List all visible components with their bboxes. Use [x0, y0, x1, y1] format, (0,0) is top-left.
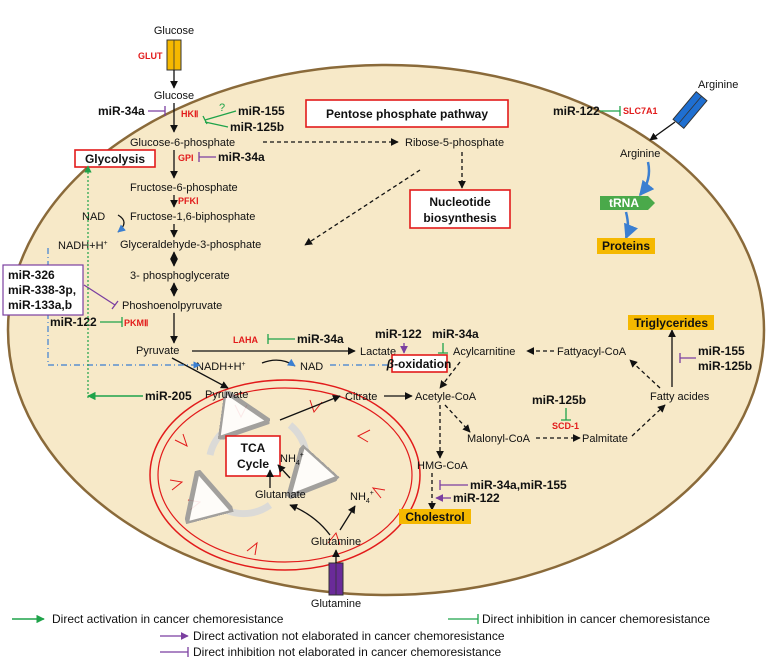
- glucose-outside-label: Glucose: [154, 25, 194, 37]
- mir34a-gpi-label: miR-34a: [218, 150, 265, 164]
- glutamine-inside-label: Glutamine: [311, 536, 361, 548]
- nadh2-label: NADH+H+: [196, 361, 246, 373]
- glycolysis-label: Glycolysis: [85, 152, 145, 166]
- mir122-box-label: miR-122: [375, 327, 422, 341]
- mir-group-line-1: miR-326: [8, 268, 55, 282]
- hk-question-label: ?: [219, 102, 225, 114]
- r5p-label: Ribose-5-phosphate: [405, 137, 504, 149]
- mir-group-line-2: miR-338-3p,: [8, 283, 76, 297]
- pyruvate-mito-label: Pyruvate: [205, 389, 248, 401]
- glut-transporter: [166, 39, 182, 71]
- fattyacylcoa-label: Fattyacyl-CoA: [557, 346, 627, 358]
- pyruvate-label: Pyruvate: [136, 345, 179, 357]
- f6p-label: Fructose-6-phosphate: [130, 182, 238, 194]
- nh4-a-label: NH4+: [280, 452, 304, 467]
- nad2-label: NAD: [300, 361, 323, 373]
- gpi-label: GPI: [178, 153, 194, 163]
- pentose-label: Pentose phosphate pathway: [326, 107, 488, 121]
- tca-label-1: TCA: [241, 441, 266, 455]
- nucleotide-box: [409, 189, 511, 229]
- legend-item-4: Direct inhibition not elaborated in canc…: [193, 645, 501, 659]
- glutamine-transporter: [328, 562, 344, 596]
- acetylcoa-label: Acetyle-CoA: [415, 391, 477, 403]
- pg3-label: 3- phosphoglycerate: [130, 270, 230, 282]
- mir122-slc-label: miR-122: [553, 104, 600, 118]
- mir155-fa-label: miR-155: [698, 344, 745, 358]
- trna-shape: [600, 196, 655, 210]
- legend-item-2: Direct inhibition in cancer chemoresista…: [482, 612, 710, 626]
- palmitate-label: Palmitate: [582, 433, 628, 445]
- mir125b-scd-label: miR-125b: [532, 393, 586, 407]
- citrate-label: Citrate: [345, 391, 377, 403]
- mir34a-laha-label: miR-34a: [297, 332, 344, 346]
- glutamine-outside-label: Glutamine: [311, 598, 361, 610]
- triglycerides-label: Triglycerides: [634, 316, 708, 330]
- nad-label: NAD: [82, 211, 105, 223]
- nh4-b-label: NH4+: [350, 490, 374, 505]
- glutamate-label: Glutamate: [255, 489, 306, 501]
- pep-label: Phoshoenolpyruvate: [122, 300, 222, 312]
- g3p-label: Glyceraldehyde-3-phosphate: [120, 239, 261, 251]
- mir-group-line-3: miR-133a,b: [8, 298, 72, 312]
- mir205-label: miR-205: [145, 389, 192, 403]
- acylcarnitine-label: Acylcarnitine: [453, 346, 515, 358]
- mir125b-hk-label: miR-125b: [230, 120, 284, 134]
- pfk1-label: PFKⅠ: [178, 196, 199, 206]
- beta-oxidation-box: [391, 354, 448, 373]
- mir155-hk-label: miR-155: [238, 104, 285, 118]
- glut-label: GLUT: [138, 51, 163, 61]
- mitochondrion: [149, 379, 421, 571]
- f16bp-label: Fructose-1,6-biphosphate: [130, 211, 255, 223]
- nucleotide-label-2: biosynthesis: [423, 211, 497, 225]
- mir122-hmg-label: miR-122: [453, 491, 500, 505]
- cholestrol-box: [399, 509, 471, 524]
- legend: Direct activation in cancer chemoresista…: [12, 612, 710, 659]
- tca-label-2: Cycle: [237, 457, 269, 471]
- mir122-pkm-label: miR-122: [50, 315, 97, 329]
- tca-cycle-arrows: [200, 420, 307, 514]
- mir125b-fa-label: miR-125b: [698, 359, 752, 373]
- slc7a1-label: SLC7A1: [623, 106, 658, 116]
- g6p-label: Glucose-6-phosphate: [130, 137, 235, 149]
- glucose-inside-label: Glucose: [154, 90, 194, 102]
- pkm2-label: PKMⅡ: [124, 318, 148, 328]
- scd1-label: SCD-1: [552, 421, 579, 431]
- mir34a-mir155-hmg-label: miR-34a,miR-155: [470, 478, 567, 492]
- mir-group-box: [2, 264, 84, 316]
- cholestrol-label: Cholestrol: [405, 510, 464, 524]
- proteins-label: Proteins: [602, 239, 650, 253]
- arginine-transporter: [672, 91, 708, 129]
- fattyacides-label: Fatty acides: [650, 391, 710, 403]
- malonylcoa-label: Malonyl-CoA: [467, 433, 531, 445]
- nucleotide-label-1: Nucleotide: [429, 195, 491, 209]
- legend-item-3: Direct activation not elaborated in canc…: [193, 629, 505, 643]
- arginine-outside-label: Arginine: [698, 79, 738, 91]
- glycolysis-box: [74, 149, 156, 168]
- arginine-inside-label: Arginine: [620, 148, 660, 160]
- hk2-label: HKⅡ: [181, 109, 198, 119]
- nadh-label: NADH+H+: [58, 240, 108, 252]
- lactate-label: Lactate: [360, 346, 396, 358]
- legend-item-1: Direct activation in cancer chemoresista…: [52, 612, 284, 626]
- beta-oxidation-label: β-oxidation: [386, 357, 452, 371]
- mir34a-box-label: miR-34a: [432, 327, 479, 341]
- laha-label: LAHA: [233, 335, 258, 345]
- trna-label: tRNA: [609, 196, 639, 210]
- proteins-box: [597, 238, 655, 254]
- hmgcoa-label: HMG-CoA: [417, 460, 468, 472]
- mir34a-hk-label: miR-34a: [98, 104, 145, 118]
- triglycerides-box: [628, 315, 714, 330]
- pentose-box: [305, 99, 509, 128]
